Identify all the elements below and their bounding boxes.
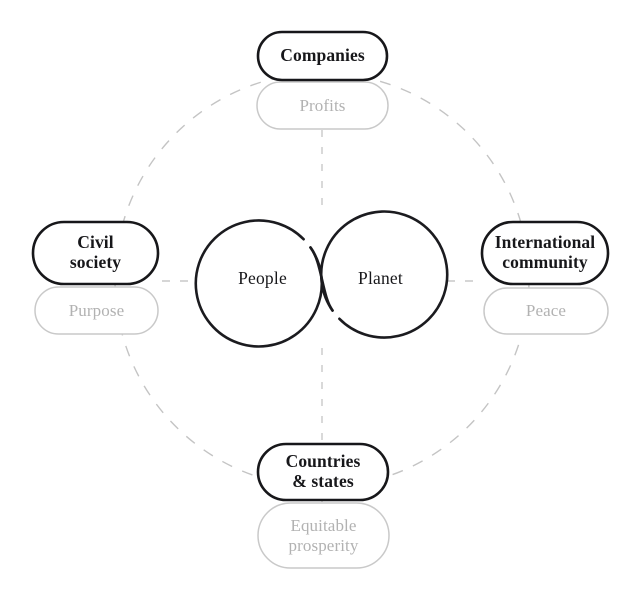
stakeholder-pill-civil-society[interactable] [31, 220, 160, 286]
planet-circle-arc [319, 210, 449, 339]
value-pill-equitable-prosperity[interactable] [257, 502, 390, 569]
stakeholder-pill-companies[interactable] [256, 30, 389, 82]
infinity-s-curve [309, 246, 334, 312]
value-pill-purpose[interactable] [34, 286, 159, 335]
stakeholder-pill-countries-states[interactable] [256, 442, 390, 502]
people-circle-arc [194, 219, 324, 348]
stakeholder-pill-international-community[interactable] [480, 220, 610, 286]
people-planet-infinity [194, 210, 449, 348]
value-pill-profits[interactable] [256, 81, 389, 130]
value-pill-peace[interactable] [483, 287, 609, 335]
